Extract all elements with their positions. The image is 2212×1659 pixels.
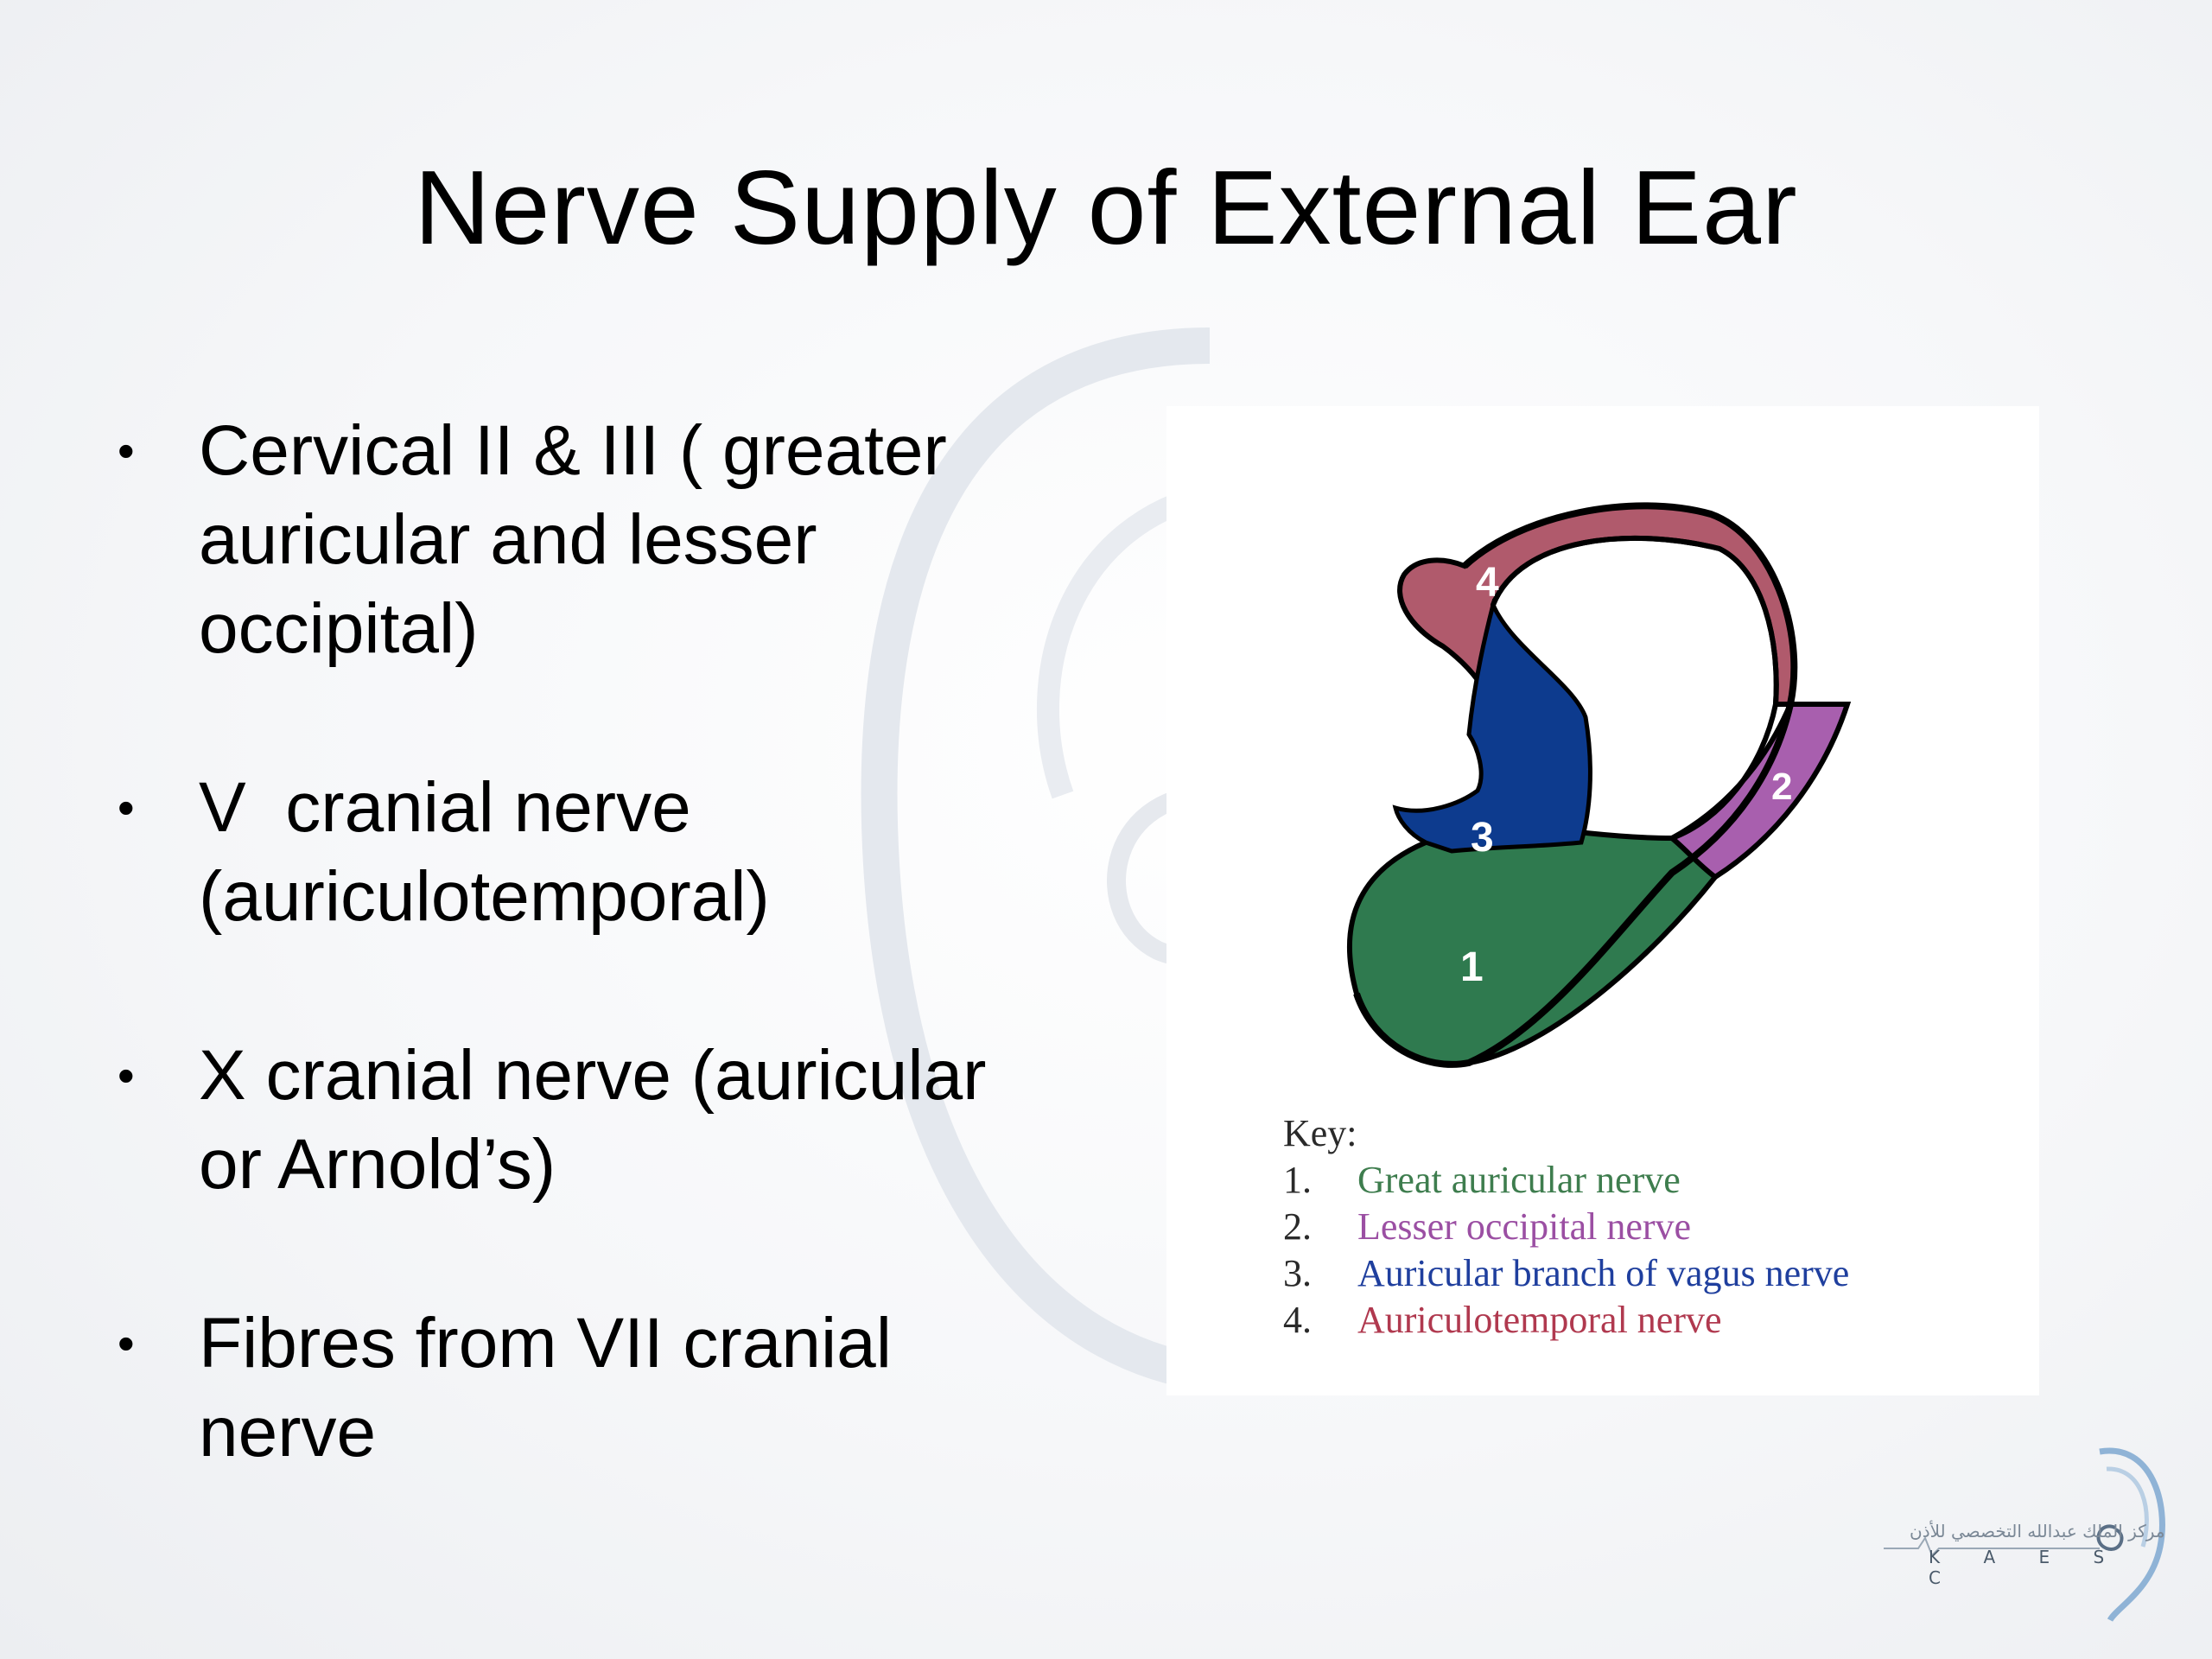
bullet-item-facial: • Fibres from VII cranial nerve [112, 1299, 1089, 1477]
key-number: 3. [1283, 1252, 1312, 1294]
key-title: Key: [1283, 1112, 1357, 1154]
logo-latin-text: K A E S C [1929, 1547, 2124, 1588]
key-item: 1. Great auricular nerve [1283, 1157, 1849, 1204]
key-item: 4. Auriculotemporal nerve [1283, 1297, 1849, 1344]
bullet-marker: • [118, 780, 135, 835]
ear-nerve-diagram: 1 2 3 4 Key: 1. Great auricular nerve 2.… [1166, 406, 2039, 1395]
diagram-key: Key: 1. Great auricular nerve 2. Lesser … [1283, 1110, 1849, 1344]
bullet-marker: • [118, 423, 135, 478]
bullet-text: X cranial nerve (auricular or Arnold’s) [199, 1036, 987, 1204]
kaesc-logo: مركز الملك عبدالله التخصصي للأذن K A E S… [1884, 1426, 2177, 1624]
ear-outline [1353, 502, 1798, 1068]
bullet-text: V cranial nerve (auriculotemporal) [199, 768, 770, 936]
bullet-item-vagus: • X cranial nerve (auricular or Arnold’s… [112, 1031, 1089, 1209]
key-item: 2. Lesser occipital nerve [1283, 1204, 1849, 1250]
key-number: 2. [1283, 1205, 1312, 1248]
ear-logo-icon [1884, 1447, 2165, 1622]
region-vagus [1392, 598, 1592, 854]
bullet-item-trigeminal: • V cranial nerve (auriculotemporal) [112, 763, 1089, 941]
region-great-auricular [1347, 817, 1719, 1067]
ear-diagram-svg: 1 2 3 4 [1347, 502, 1852, 1068]
bullet-text: Cervical II & III ( greater auricular an… [199, 411, 947, 668]
key-number: 1. [1283, 1159, 1312, 1201]
region-label-2: 2 [1771, 766, 1792, 808]
key-item: 3. Auricular branch of vagus nerve [1283, 1250, 1849, 1297]
slide-title: Nerve Supply of External Ear [414, 149, 1798, 266]
key-label: Auricular branch of vagus nerve [1357, 1252, 1850, 1294]
region-label-4: 4 [1476, 560, 1499, 606]
region-label-1: 1 [1460, 944, 1484, 990]
logo-arabic-text: مركز الملك عبدالله التخصصي للأذن [1910, 1521, 2165, 1541]
bullet-marker: • [118, 1316, 135, 1370]
bullet-marker: • [118, 1048, 135, 1103]
key-label: Lesser occipital nerve [1357, 1205, 1692, 1248]
key-number: 4. [1283, 1299, 1312, 1341]
bullet-list: • Cervical II & III ( greater auricular … [112, 406, 1089, 1567]
helix-inner-outline [1491, 535, 1779, 841]
bullet-text: Fibres from VII cranial nerve [199, 1304, 892, 1471]
key-label: Great auricular nerve [1357, 1159, 1681, 1201]
key-label: Auriculotemporal nerve [1357, 1299, 1722, 1341]
bullet-item-cervical: • Cervical II & III ( greater auricular … [112, 406, 1089, 673]
region-label-3: 3 [1471, 815, 1494, 861]
